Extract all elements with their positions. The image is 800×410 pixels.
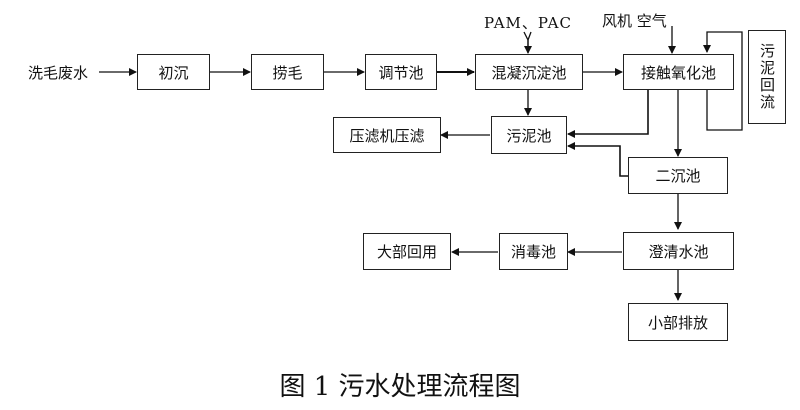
node-xiaoduchi: 消毒池 xyxy=(499,233,568,270)
node-xiaobu: 小部排放 xyxy=(628,303,728,341)
arrow-erchen-sludge xyxy=(567,142,628,177)
sludge-return-loop xyxy=(703,31,743,131)
node-jiechu: 接触氧化池 xyxy=(623,54,734,90)
node-erchen: 二沉池 xyxy=(628,157,728,194)
chemical-label: PAM、PAC xyxy=(484,14,572,32)
arrow-jiechu-sludge xyxy=(567,90,649,138)
node-tiaojiechi: 调节池 xyxy=(365,54,437,90)
node-chuchen: 初沉 xyxy=(137,54,210,90)
sludge-return-label: 污泥回流 xyxy=(758,43,776,111)
node-yalv: 压滤机压滤 xyxy=(333,117,441,153)
sludge-return-box: 污泥回流 xyxy=(748,30,786,124)
node-dabu: 大部回用 xyxy=(363,233,451,270)
node-chengqing: 澄清水池 xyxy=(623,232,734,270)
figure-caption: 图 1 污水处理流程图 xyxy=(279,372,521,402)
node-wunichi: 污泥池 xyxy=(491,116,567,154)
air-label: 风机 空气 xyxy=(602,12,667,30)
node-laomao: 捞毛 xyxy=(251,54,324,90)
input-label: 洗毛废水 xyxy=(28,64,89,82)
node-hunning: 混凝沉淀池 xyxy=(475,54,583,90)
